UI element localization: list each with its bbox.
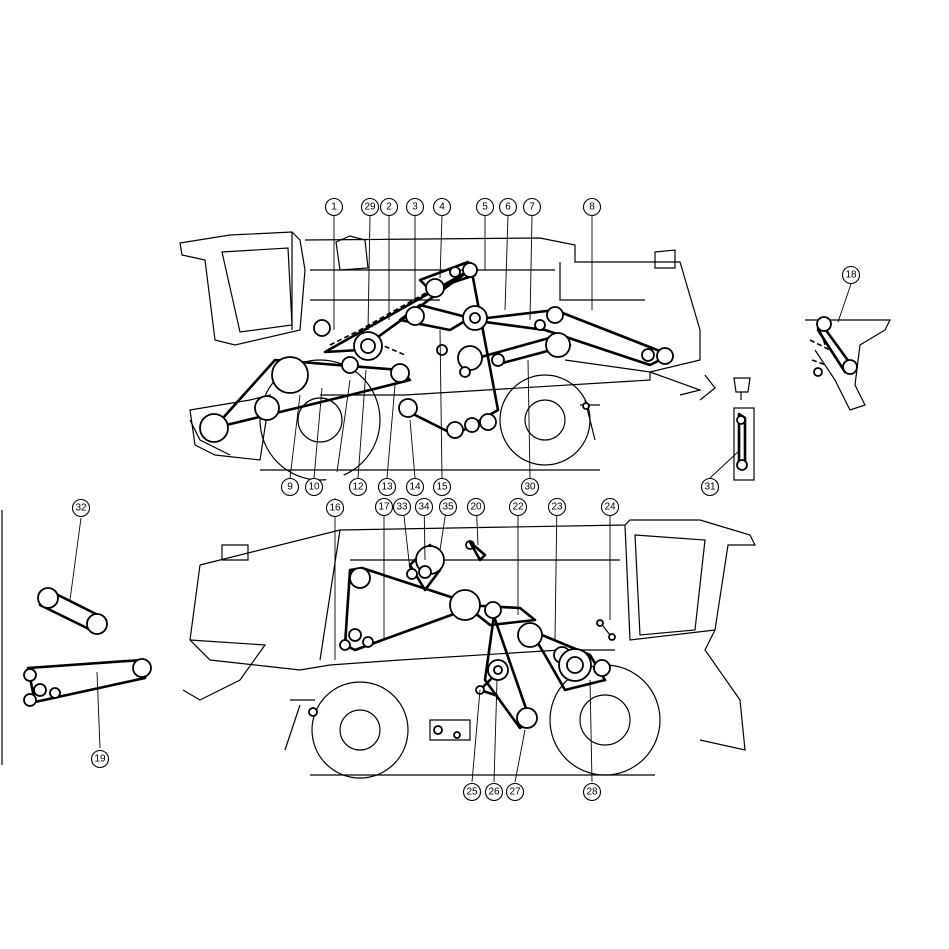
callout-label: 32 (75, 503, 87, 514)
callout-9[interactable]: 9 (280, 477, 300, 497)
leader-lines (69, 215, 852, 783)
callout-label: 26 (488, 787, 500, 798)
callouts: 1 29 2 3 4 5 6 7 8 18 9 10 11 12 13 14 1… (71, 197, 861, 802)
callout-label: 16 (329, 503, 341, 514)
callout-label: 27 (509, 787, 521, 798)
callout-label: 35 (442, 502, 454, 513)
callout-30[interactable]: 30 (520, 477, 540, 497)
callout-label: 3 (412, 202, 418, 213)
callout-15[interactable]: 15 (432, 477, 452, 497)
detail-32 (37, 587, 108, 635)
callout-7[interactable]: 7 (522, 197, 542, 217)
detail-18 (805, 316, 891, 411)
callout-35[interactable]: 35 (438, 497, 458, 517)
callout-label: 29 (364, 202, 376, 213)
callout-label: 25 (466, 787, 478, 798)
callout-6[interactable]: 6 (498, 197, 518, 217)
detail-19 (1, 510, 152, 765)
callout-label: 13 (381, 482, 393, 493)
callout-label: 19 (94, 754, 106, 765)
callout-28[interactable]: 28 (582, 782, 602, 802)
callout-17[interactable]: 17 (374, 497, 394, 517)
callout-24[interactable]: 24 (600, 497, 620, 517)
callout-29[interactable]: 29 (360, 197, 380, 217)
callout-33[interactable]: 33 (392, 497, 412, 517)
callout-22[interactable]: 22 (508, 497, 528, 517)
callout-label: 24 (604, 502, 616, 513)
callout-10[interactable]: 10 (304, 477, 324, 497)
callout-label: 17 (378, 502, 390, 513)
callout-23[interactable]: 23 (547, 497, 567, 517)
callout-label: 12 (352, 482, 364, 493)
callout-label: 20 (470, 502, 482, 513)
callout-label: 18 (845, 270, 857, 281)
callout-20[interactable]: 20 (466, 497, 486, 517)
callout-label: 14 (409, 482, 421, 493)
callout-16[interactable]: 16 (325, 498, 345, 518)
callout-label: 33 (396, 502, 408, 513)
callout-label: 11 (331, 478, 344, 492)
callout-label: 1 (331, 202, 337, 213)
callout-label: 31 (704, 482, 716, 493)
callout-8[interactable]: 8 (582, 197, 602, 217)
callout-26[interactable]: 26 (484, 782, 504, 802)
callout-13[interactable]: 13 (377, 477, 397, 497)
callout-32[interactable]: 32 (71, 498, 91, 518)
callout-27[interactable]: 27 (505, 782, 525, 802)
callout-label: 8 (589, 202, 595, 213)
callout-31[interactable]: 31 (700, 477, 720, 497)
callout-label: 2 (386, 202, 392, 213)
callout-18[interactable]: 18 (841, 265, 861, 285)
callout-label: 5 (482, 202, 488, 213)
callout-11-highlighted[interactable]: 11 (325, 473, 349, 497)
callout-1[interactable]: 1 (324, 197, 344, 217)
callout-label: 4 (439, 202, 445, 213)
callout-label: 10 (308, 482, 320, 493)
callout-label: 28 (586, 787, 598, 798)
callout-5[interactable]: 5 (475, 197, 495, 217)
callout-12[interactable]: 12 (348, 477, 368, 497)
callout-label: 23 (551, 502, 563, 513)
callout-14[interactable]: 14 (405, 477, 425, 497)
callout-label: 6 (505, 202, 511, 213)
callout-label: 30 (524, 482, 536, 493)
detail-31 (733, 377, 755, 481)
callout-4[interactable]: 4 (432, 197, 452, 217)
callout-19[interactable]: 19 (90, 749, 110, 769)
callout-25[interactable]: 25 (462, 782, 482, 802)
callout-3[interactable]: 3 (405, 197, 425, 217)
combine-bottom-view (182, 519, 756, 779)
callout-label: 15 (436, 482, 448, 493)
callout-2[interactable]: 2 (379, 197, 399, 217)
combine-top-view (179, 231, 716, 481)
callout-34[interactable]: 34 (414, 497, 434, 517)
callout-label: 34 (418, 502, 430, 513)
callout-label: 22 (512, 502, 524, 513)
callout-label: 9 (287, 482, 293, 493)
callout-label: 7 (529, 202, 535, 213)
